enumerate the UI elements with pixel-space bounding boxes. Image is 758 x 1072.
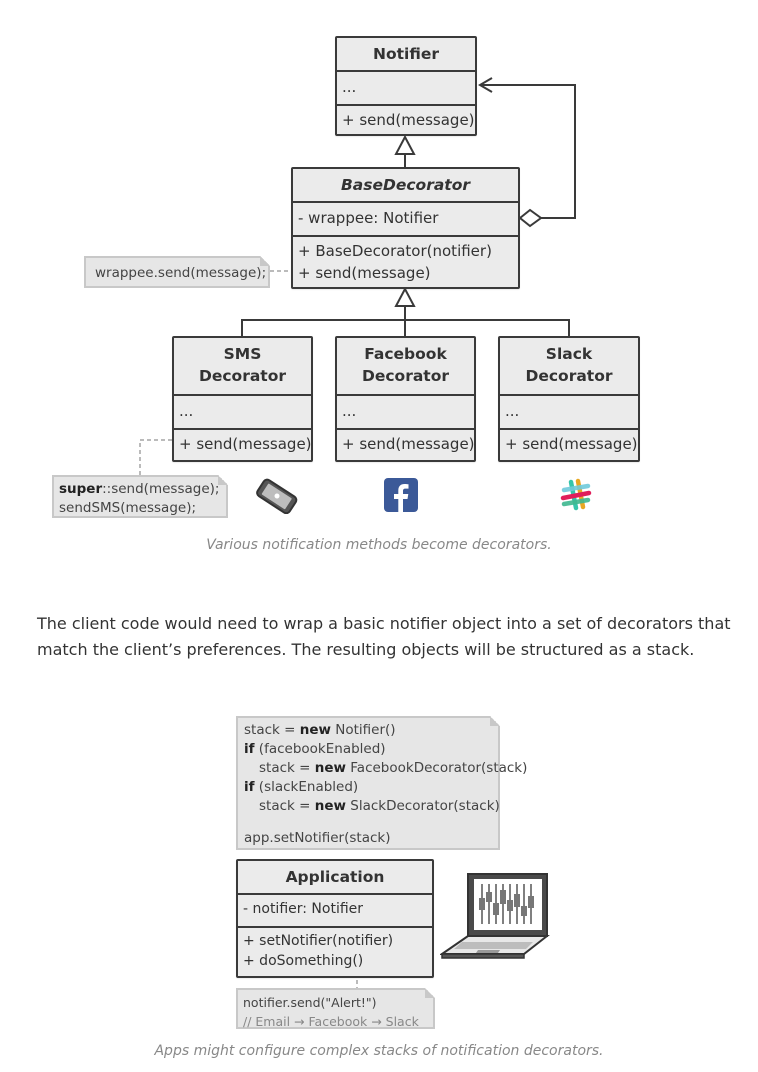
code-line-5-pre: stack = bbox=[259, 798, 315, 814]
caption-stack: Apps might configure complex stacks of n… bbox=[154, 1043, 604, 1059]
phone-icon bbox=[256, 478, 298, 514]
base-decorator-send: + send(message) bbox=[298, 264, 431, 282]
code-line-3-pre: stack = bbox=[259, 760, 315, 776]
code-line-1-kw: new bbox=[299, 722, 331, 738]
code-line-3-post: FacebookDecorator(stack) bbox=[345, 760, 528, 776]
note-stack-code: stack = new Notifier() if (facebookEnabl… bbox=[236, 716, 527, 850]
note-alert-line1: notifier.send("Alert!") bbox=[243, 995, 377, 1010]
slack-decorator-title-1: Slack bbox=[545, 345, 593, 363]
code-line-1-post: Notifier() bbox=[330, 722, 396, 738]
sms-decorator-field: ... bbox=[179, 402, 194, 420]
note-alert-line2: // Email → Facebook → Slack bbox=[243, 1014, 419, 1029]
slack-icon bbox=[560, 478, 592, 511]
application-do-something: + doSomething() bbox=[243, 953, 364, 969]
caption-decorators: Various notification methods become deco… bbox=[206, 537, 552, 553]
base-decorator-constructor: + BaseDecorator(notifier) bbox=[298, 242, 492, 260]
note-sms-line1: ::send(message); bbox=[102, 481, 220, 497]
note-sms-keyword: super bbox=[59, 481, 103, 497]
code-line-5-post: SlackDecorator(stack) bbox=[345, 798, 500, 814]
association-arrowhead bbox=[478, 77, 493, 93]
slack-decorator-field: ... bbox=[505, 402, 520, 420]
code-line-2-post: (facebookEnabled) bbox=[254, 741, 386, 757]
code-line-4-kw: if bbox=[244, 779, 255, 795]
application-field: - notifier: Notifier bbox=[243, 901, 364, 917]
base-decorator-title: BaseDecorator bbox=[340, 176, 471, 194]
notifier-title: Notifier bbox=[373, 45, 439, 63]
code-line-4-post: (slackEnabled) bbox=[254, 779, 359, 795]
slack-decorator-method: + send(message) bbox=[505, 435, 638, 453]
code-line-6: app.setNotifier(stack) bbox=[244, 830, 391, 846]
facebook-decorator-title-1: Facebook bbox=[364, 345, 447, 363]
sms-decorator-class: SMS Decorator ... + send(message) bbox=[172, 336, 313, 462]
body-paragraph: The client code would need to wrap a bas… bbox=[37, 614, 731, 659]
slack-decorator-title-2: Decorator bbox=[525, 367, 613, 385]
code-line-3-kw: new bbox=[314, 760, 346, 776]
facebook-decorator-title-2: Decorator bbox=[361, 367, 450, 385]
facebook-decorator-method: + send(message) bbox=[342, 435, 475, 453]
facebook-icon bbox=[384, 478, 418, 512]
note-base-decorator: wrappee.send(message); bbox=[84, 256, 270, 288]
sms-decorator-method: + send(message) bbox=[179, 435, 312, 453]
application-set-notifier: + setNotifier(notifier) bbox=[243, 933, 394, 949]
notifier-class: Notifier ... + send(message) bbox=[335, 36, 477, 136]
inheritance-arrow-base bbox=[394, 286, 416, 307]
inheritance-arrow-notifier bbox=[394, 134, 416, 155]
note-base-text: wrappee.send(message); bbox=[95, 265, 267, 281]
slack-decorator-class: Slack Decorator ... + send(message) bbox=[498, 336, 640, 462]
notifier-method: + send(message) bbox=[342, 111, 475, 129]
application-class: Application - notifier: Notifier + setNo… bbox=[236, 859, 434, 978]
sms-decorator-title-2: Decorator bbox=[198, 367, 287, 385]
base-decorator-field: - wrappee: Notifier bbox=[298, 209, 439, 227]
code-line-1-pre: stack = bbox=[244, 722, 300, 738]
base-decorator-class: BaseDecorator - wrappee: Notifier + Base… bbox=[291, 167, 520, 289]
sms-decorator-title-1: SMS bbox=[223, 345, 262, 363]
application-title: Application bbox=[285, 868, 385, 886]
code-line-5-kw: new bbox=[314, 798, 346, 814]
code-line-2-kw: if bbox=[244, 741, 255, 757]
note-alert: notifier.send("Alert!") // Email → Faceb… bbox=[236, 988, 435, 1029]
aggregation-diamond bbox=[518, 208, 543, 228]
note-sms-decorator: super::send(message); sendSMS(message); bbox=[52, 475, 228, 518]
laptop-icon bbox=[440, 873, 550, 959]
facebook-decorator-class: Facebook Decorator ... + send(message) bbox=[335, 336, 476, 462]
notifier-field: ... bbox=[342, 78, 357, 96]
facebook-decorator-field: ... bbox=[342, 402, 357, 420]
note-sms-line2: sendSMS(message); bbox=[59, 500, 197, 516]
